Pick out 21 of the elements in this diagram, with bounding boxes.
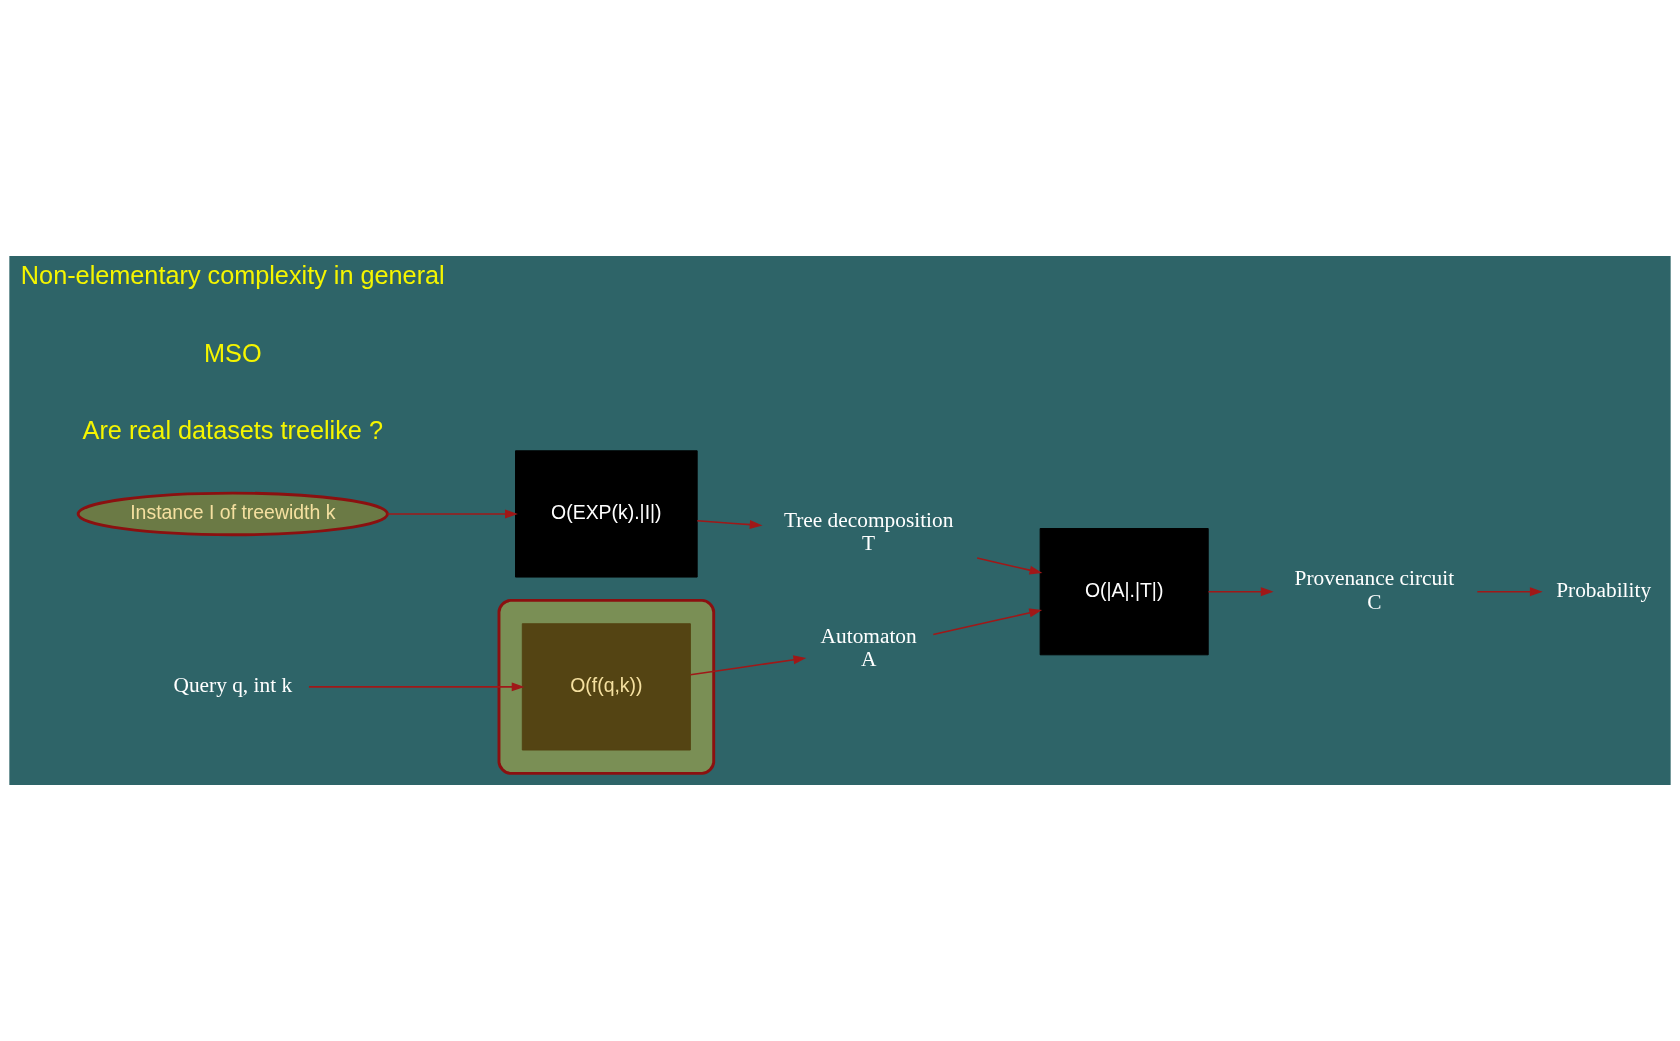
node-text: Tree decomposition T [783, 508, 954, 556]
label: Non-elementary complexity in general [20, 260, 445, 289]
node-text: Query q, int k [173, 673, 293, 698]
node-box: O(f(q,k)) [521, 623, 691, 751]
node-text: Provenance circuit C [1294, 566, 1455, 614]
arrow [386, 509, 518, 519]
node-text: Automaton A [820, 623, 917, 672]
node-ellipse: Instance I of treewidth k [76, 491, 389, 537]
label: MSO [204, 338, 262, 367]
cluster [497, 598, 716, 775]
arrow [1476, 587, 1543, 597]
arrow [1207, 587, 1274, 597]
label: Are real datasets treelike ? [82, 416, 383, 445]
arrow [696, 519, 763, 530]
arrow [689, 655, 807, 676]
node-box: O(EXP(k).|I|) [515, 450, 698, 578]
arrow [308, 682, 525, 692]
node-box: O(|A|.|T|) [1039, 528, 1209, 656]
arrow [976, 557, 1043, 575]
node-text: Probability [1556, 578, 1652, 603]
arrow [932, 608, 1043, 636]
